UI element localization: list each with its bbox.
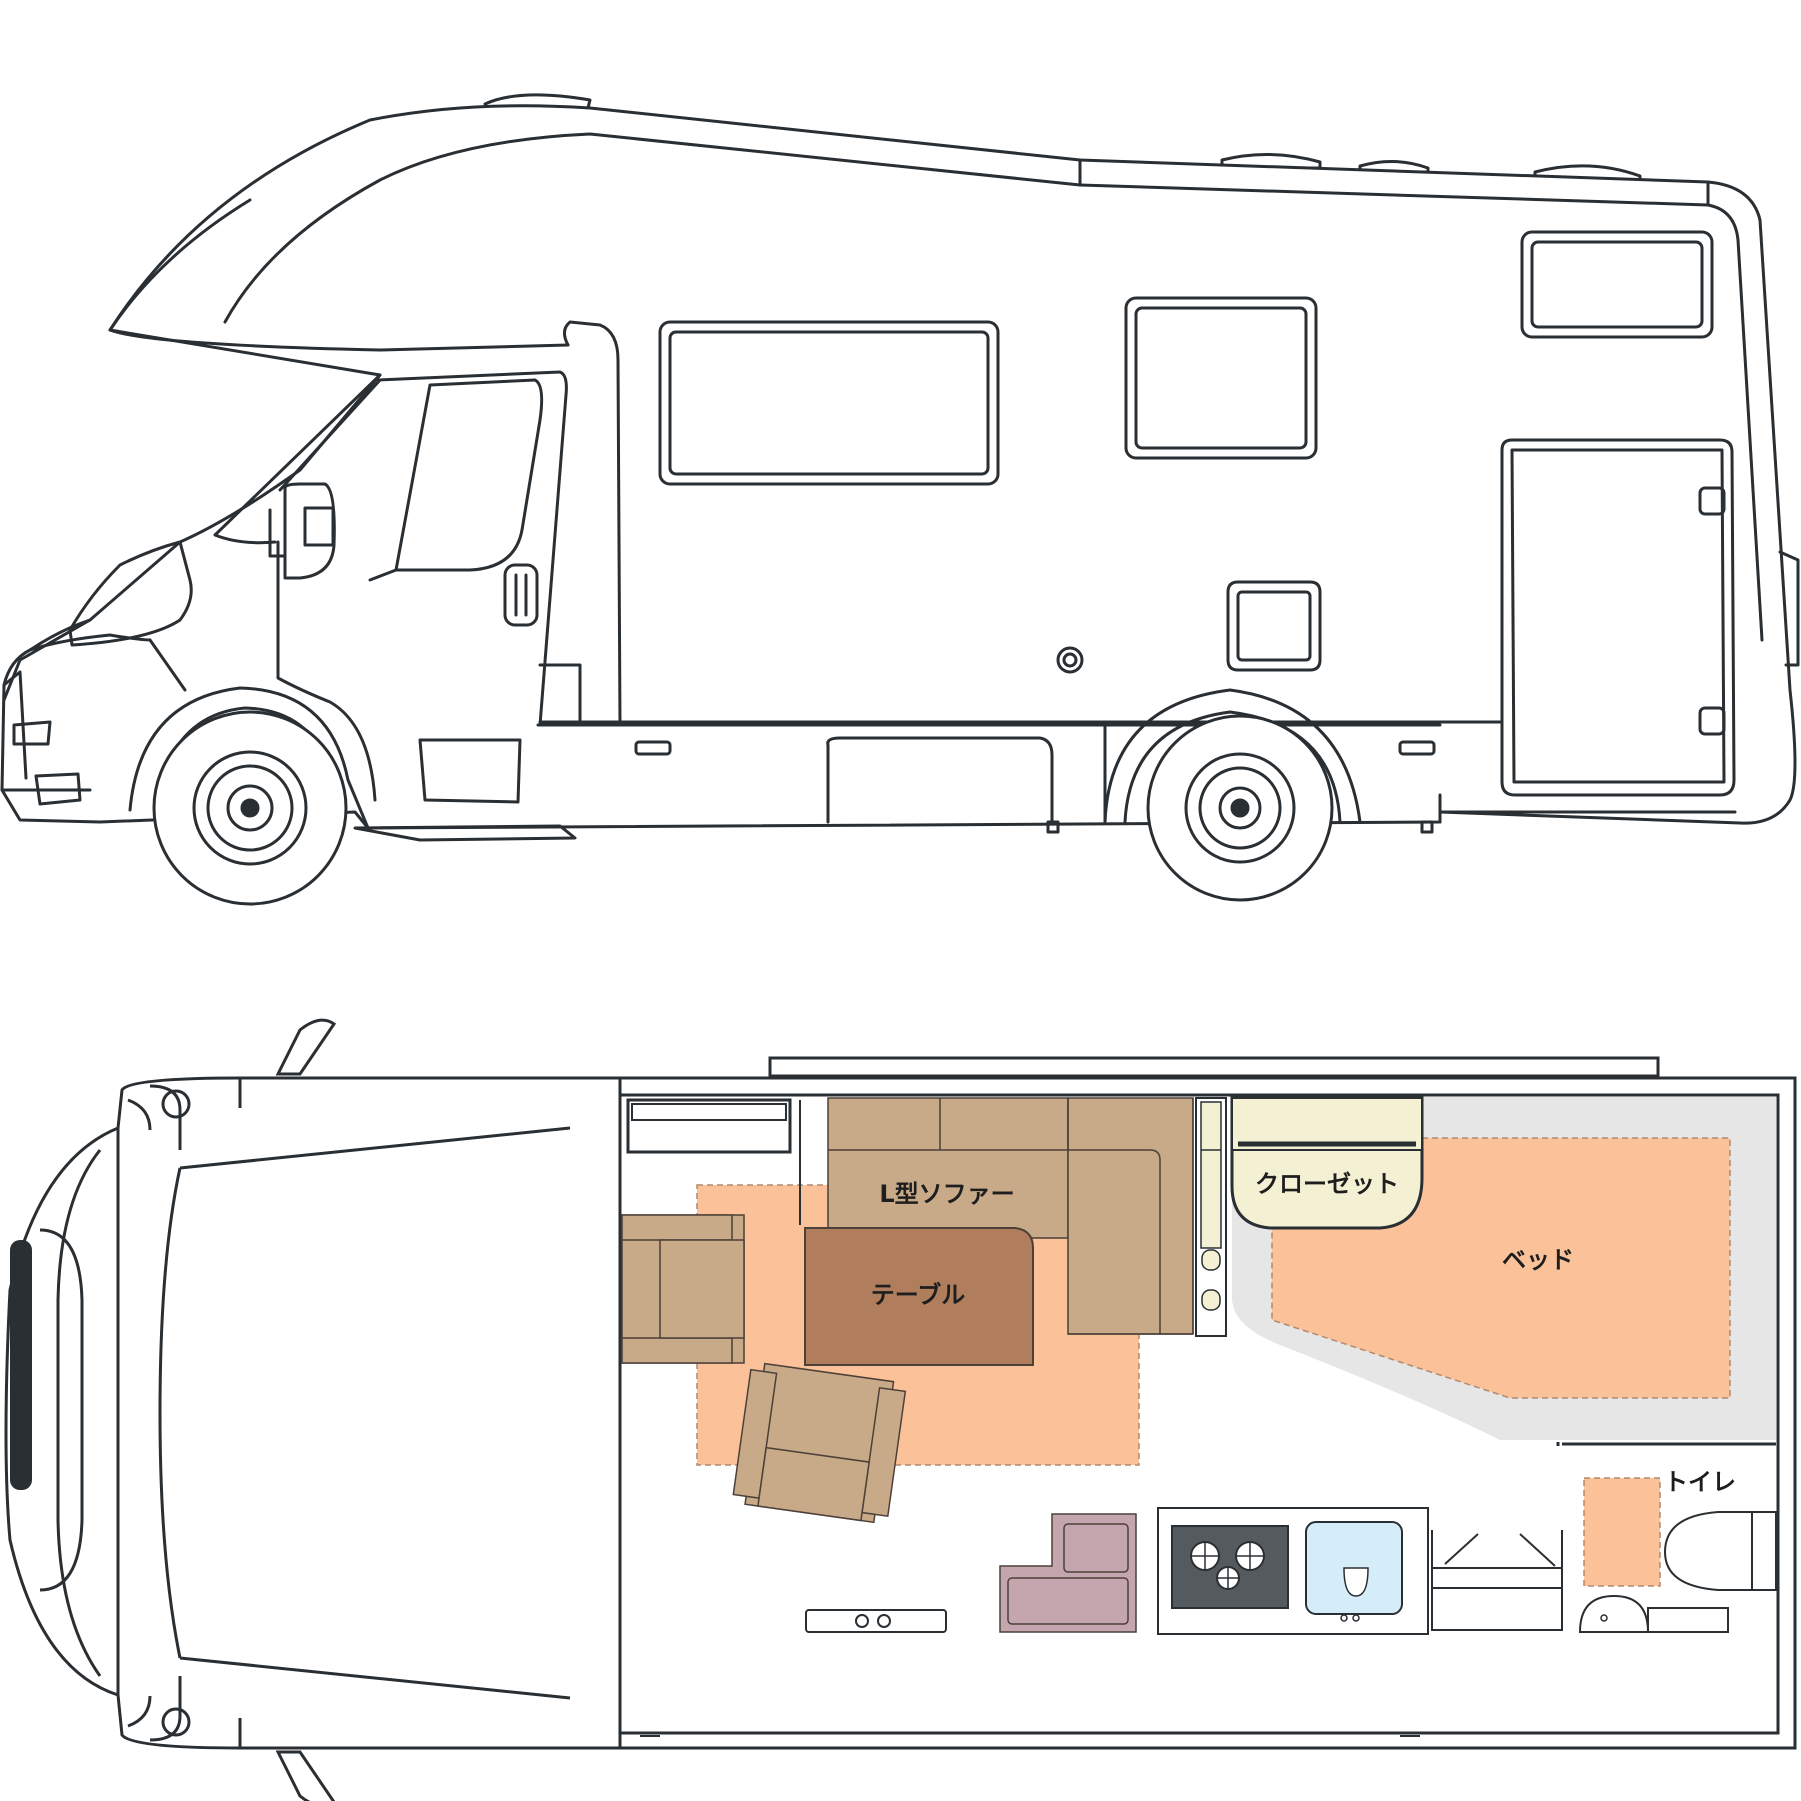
sofa-label: L型ソファー	[879, 1180, 1014, 1208]
window-rear	[1520, 230, 1714, 339]
dinette-seat	[999, 1513, 1137, 1633]
rotated-chair	[732, 1362, 907, 1524]
bed-label: ベッド	[1502, 1246, 1574, 1274]
l-sofa	[827, 1097, 1194, 1335]
hatch	[1226, 580, 1322, 672]
front-seat	[621, 1214, 745, 1364]
floor-plan: ベッド L型ソファー クローゼット テーブル	[4, 1018, 1797, 1801]
table-label: テーブル	[871, 1281, 966, 1309]
toilet-label: トイレ	[1664, 1468, 1736, 1496]
toilet-bowl	[1663, 1511, 1753, 1591]
door-handle	[503, 563, 539, 627]
window-large	[658, 320, 1000, 486]
window-middle	[1124, 296, 1318, 460]
entry-door	[1500, 438, 1736, 797]
table	[804, 1227, 1034, 1366]
toilet-floor	[1583, 1477, 1661, 1587]
cab-top-view	[4, 1076, 622, 1750]
side-view	[0, 93, 1800, 906]
mirror-left	[275, 1018, 337, 1076]
entry-step	[1431, 1530, 1563, 1631]
mirror	[283, 482, 336, 580]
mirror-right	[275, 1750, 336, 1801]
fuel-cap	[1056, 646, 1084, 674]
closet-label: クローゼット	[1255, 1170, 1399, 1198]
